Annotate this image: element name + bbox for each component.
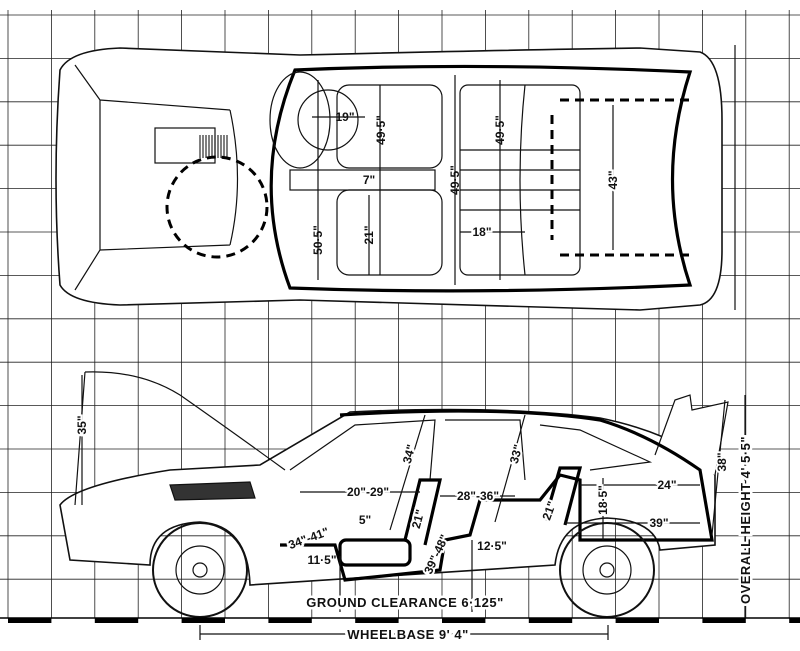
front-seat-left xyxy=(336,84,443,169)
plan-body-outline xyxy=(55,47,723,311)
dim-49-5-centre: 49·5" xyxy=(448,165,462,195)
dim-5: 5" xyxy=(359,513,371,527)
side-windows xyxy=(289,419,653,481)
dim-28-36: 28"-36" xyxy=(457,489,499,503)
ground-scale-bar xyxy=(94,618,139,623)
front-wheel-hub xyxy=(175,545,225,595)
ground-scale-bar xyxy=(268,618,312,623)
dim-50-5: 50·5" xyxy=(311,225,325,255)
front-engine-grille xyxy=(169,481,256,501)
dim-49-5-rear: 49·5" xyxy=(493,115,507,145)
bonnet-open-line xyxy=(74,371,286,506)
rear-wheel-centre xyxy=(599,562,615,578)
wheelbase-label: WHEELBASE 9' 4" xyxy=(347,627,469,642)
side-view: 35" 34" 20"-29" 5" 34"-41" 11·5" 21" 39"… xyxy=(0,371,800,645)
plan-dimension-lines xyxy=(312,45,736,310)
steering-wheel xyxy=(297,89,359,151)
dim-11-5: 11·5" xyxy=(307,553,336,567)
side-roof-cabin xyxy=(280,409,714,582)
dim-12-5: 12·5" xyxy=(477,539,507,553)
dim-18: 18" xyxy=(472,225,491,239)
ground-clearance-label: GROUND CLEARANCE 6·125" xyxy=(306,595,504,610)
rear-bench-lines xyxy=(460,84,580,276)
dim-24: 24" xyxy=(657,478,676,492)
rear-wheel-hub xyxy=(582,545,632,595)
ground-scale-bar xyxy=(615,618,659,623)
dim-49-5-front: 49·5" xyxy=(374,115,388,145)
spare-wheel-outline xyxy=(165,155,269,259)
ground-scale-bar xyxy=(789,618,800,623)
tailgate-open xyxy=(654,394,729,476)
dim-38: 38" xyxy=(715,452,729,471)
rear-backrest-side xyxy=(543,466,583,526)
overall-height-label: OVERALL HEIGHT 4' 5·5" xyxy=(738,436,753,604)
ground-scale-bar xyxy=(8,618,52,623)
rear-bench xyxy=(459,84,581,276)
ground-scale-bar xyxy=(181,618,225,623)
ground-scale-bar xyxy=(442,618,486,623)
plan-cabin-outline xyxy=(269,64,693,293)
front-wheel xyxy=(152,522,248,618)
front-backrest-side xyxy=(403,478,443,546)
dim-18-5: 18·5" xyxy=(596,485,610,515)
front-seat-side xyxy=(338,538,412,567)
steering-wheel-hub xyxy=(269,71,331,169)
dim-39: 39" xyxy=(649,516,668,530)
rear-wheel xyxy=(559,522,655,618)
dim-43: 43" xyxy=(606,170,620,189)
side-dimension-lines xyxy=(81,375,746,640)
dim-7: 7" xyxy=(363,173,375,187)
ground-scale-bar xyxy=(702,618,746,623)
dim-35: 35" xyxy=(75,415,89,434)
front-wheel-centre xyxy=(192,562,208,578)
dim-20-29: 20"-29" xyxy=(347,485,389,499)
boot-floor-dashed xyxy=(550,98,690,257)
dim-19: 19" xyxy=(335,110,354,124)
plan-view: 19" 49·5" 7" 21" 50·5" 49·5" 49·5" 18" 4… xyxy=(55,45,736,311)
plan-vent-slats xyxy=(199,135,228,158)
ground-scale-bar xyxy=(355,618,399,623)
centre-console xyxy=(289,169,436,191)
plan-bonnet-lines xyxy=(74,64,239,291)
ground-scale-bar xyxy=(528,618,573,623)
ground-scale-bars xyxy=(8,618,800,623)
dim-21-seat: 21" xyxy=(362,225,376,244)
